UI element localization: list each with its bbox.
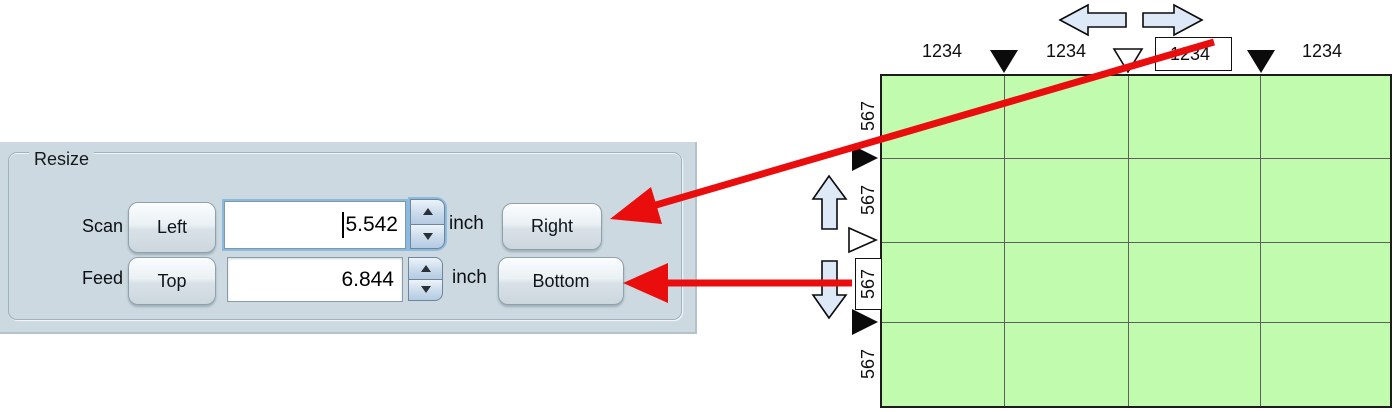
spinner-up-button[interactable]	[408, 257, 443, 280]
top-ruler-label: 1234	[1045, 41, 1087, 61]
spinner-down-button[interactable]	[408, 278, 443, 301]
left-ruler-label: 567	[858, 184, 878, 216]
right-button[interactable]: Right	[502, 203, 602, 250]
top-ruler-label: 1234	[1301, 41, 1343, 61]
left-ruler-label: 567	[858, 100, 878, 132]
right-arrow-icon	[1142, 3, 1204, 37]
grid-column-line	[1128, 76, 1129, 406]
grid-row-line	[882, 242, 1390, 243]
feed-size-value: 6.844	[341, 267, 394, 291]
grid-column-line	[1260, 76, 1261, 406]
left-ruler-label-boxed: 567	[858, 268, 878, 300]
spinner-up-button[interactable]	[410, 199, 445, 225]
up-arrow-small-icon	[420, 264, 431, 272]
split-marker-outline-down-triangle[interactable]	[1112, 48, 1144, 74]
feed-size-spinner	[408, 257, 443, 301]
split-marker-outline-right-triangle[interactable]	[848, 226, 878, 254]
bottom-button[interactable]: Bottom	[498, 257, 624, 305]
split-marker-filled-down-triangle[interactable]	[990, 50, 1018, 73]
resize-groupbox: Resize	[8, 149, 682, 320]
split-marker-filled-down-triangle[interactable]	[1247, 50, 1275, 73]
split-marker-filled-right-triangle[interactable]	[852, 145, 878, 171]
down-arrow-small-icon	[420, 286, 431, 294]
left-arrow-icon	[1058, 3, 1127, 37]
unit-label-scan: inch	[449, 213, 484, 234]
top-ruler-label: 1234	[921, 41, 963, 61]
scan-row-label: Scan	[81, 216, 123, 236]
grid-row-line	[882, 322, 1390, 323]
left-button[interactable]: Left	[128, 202, 216, 253]
top-button[interactable]: Top	[128, 257, 216, 305]
groupbox-title: Resize	[29, 149, 95, 169]
feed-row-label: Feed	[81, 268, 123, 288]
top-ruler-label-boxed: 1234	[1169, 44, 1211, 64]
unit-label-feed: inch	[452, 267, 487, 288]
scan-area-grid	[880, 74, 1392, 408]
up-arrow-small-icon	[422, 208, 433, 216]
left-ruler-label: 567	[858, 348, 878, 380]
scan-size-spinner	[410, 199, 445, 249]
spinner-down-button[interactable]	[410, 223, 445, 249]
scan-size-value: 5.542	[345, 213, 398, 236]
text-caret	[342, 212, 345, 238]
grid-row-line	[882, 158, 1390, 159]
down-arrow-small-icon	[422, 232, 433, 240]
feed-size-field[interactable]: 6.844	[227, 257, 403, 302]
down-arrow-icon	[811, 260, 848, 320]
scan-size-field[interactable]: 5.542	[222, 199, 408, 251]
grid-column-line	[1004, 76, 1005, 406]
up-arrow-icon	[811, 174, 848, 230]
